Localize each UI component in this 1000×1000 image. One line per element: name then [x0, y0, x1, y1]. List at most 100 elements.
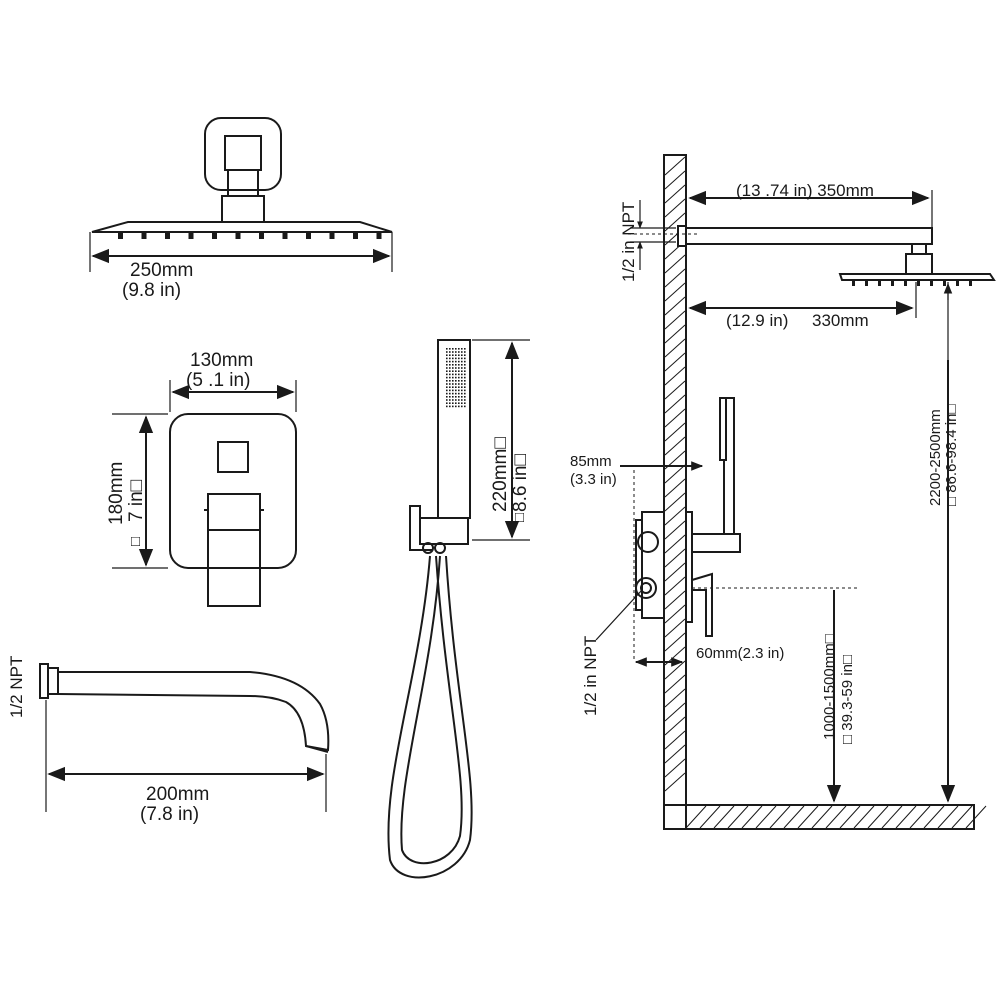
hatch-line — [664, 338, 686, 358]
hatch-line — [664, 492, 686, 512]
hand-nozzle — [455, 351, 457, 353]
hand-shower-dimensions: 220mm□ 8.6 in□ □ — [472, 339, 531, 541]
hand-nozzle — [464, 405, 466, 408]
wall-section — [663, 154, 987, 830]
hand-nozzle — [458, 373, 460, 376]
hand-nozzle — [449, 399, 451, 401]
hand-nozzle — [458, 367, 460, 369]
hatch-line — [664, 562, 686, 582]
hand-nozzle — [449, 383, 451, 385]
hand-nozzle — [455, 376, 457, 379]
hand-nozzle — [464, 367, 466, 369]
hand-nozzle — [452, 376, 454, 379]
nozzle — [878, 281, 881, 286]
nozzle — [329, 233, 335, 239]
hatch-line — [664, 296, 686, 316]
hand-nozzle — [446, 396, 448, 398]
nozzle — [865, 281, 868, 286]
hand-nozzle — [455, 392, 457, 395]
hatch-line — [664, 254, 686, 274]
hand-nozzle — [458, 364, 460, 366]
hand-nozzle — [452, 370, 454, 372]
hand-nozzle — [449, 357, 451, 360]
head-width-mm-label: 250mm — [130, 260, 193, 281]
hatch-line — [664, 730, 686, 750]
hand-nozzle — [464, 360, 466, 363]
hatch-line — [664, 702, 686, 722]
nozzle — [904, 281, 907, 286]
hand-nozzle — [449, 367, 451, 369]
hand-nozzle — [455, 396, 457, 398]
hatch-line — [951, 805, 973, 829]
hand-nozzle — [464, 392, 466, 395]
valve-plate-dimensions: 130mm (5 .1 in) 180mm 7 in□ □ — [106, 350, 297, 569]
hand-nozzle — [446, 364, 448, 366]
hand-nozzle — [458, 360, 460, 363]
shower-head-dimension: 250mm (9.8 in) — [89, 232, 393, 301]
hand-nozzle — [458, 357, 460, 360]
valve-depth-in-label: (3.3 in) — [570, 471, 617, 488]
hatch-line — [783, 805, 805, 829]
hatch-line — [853, 805, 875, 829]
nozzle — [891, 281, 894, 286]
hand-nozzle — [452, 357, 454, 360]
hand-nozzle — [455, 389, 457, 392]
hand-nozzle — [446, 367, 448, 369]
hatch-line — [664, 184, 686, 204]
hand-nozzle — [449, 376, 451, 379]
nozzle — [969, 281, 972, 286]
hand-nozzle — [446, 405, 448, 408]
hand-nozzle — [458, 386, 460, 388]
hand-nozzle — [452, 380, 454, 382]
hatch-line — [664, 366, 686, 386]
hand-nozzle — [461, 383, 463, 385]
hatch-line — [664, 436, 686, 456]
plate-height-in-label: 7 in□ — [126, 479, 147, 522]
hand-nozzle — [455, 399, 457, 401]
valve-side-drawing — [633, 397, 858, 662]
hand-nozzle — [461, 402, 463, 404]
hand-nozzle — [452, 392, 454, 395]
hand-nozzle — [461, 364, 463, 366]
hand-nozzle — [449, 396, 451, 398]
hand-nozzle — [461, 367, 463, 369]
valve-depth-mm-label: 85mm — [570, 453, 612, 470]
hand-nozzle — [446, 383, 448, 385]
hatch-line — [727, 805, 749, 829]
hand-nozzle — [458, 396, 460, 398]
hand-nozzle — [461, 357, 463, 360]
hatch-line — [685, 805, 707, 829]
tub-spout-drawing — [39, 663, 330, 753]
hand-nozzle — [464, 354, 466, 356]
hand-nozzle — [458, 392, 460, 395]
nozzle — [282, 233, 288, 239]
hatch-line — [664, 618, 686, 638]
hand-nozzle — [461, 405, 463, 408]
hand-nozzle — [452, 348, 454, 350]
plate-width-in-label: (5 .1 in) — [186, 370, 250, 391]
hand-nozzle — [461, 348, 463, 350]
hatch-line — [664, 268, 686, 288]
hand-nozzle — [452, 367, 454, 369]
tub-spout-dimensions: 1/2 NPT 200mm (7.8 in) — [7, 656, 327, 825]
hand-nozzle — [446, 399, 448, 401]
head-offset-in-label: (12.9 in) — [726, 311, 788, 330]
head-height-in-label: □ 86.6-98.4 in□ — [943, 404, 960, 506]
hatch-line — [664, 380, 686, 400]
hand-nozzle — [455, 373, 457, 376]
hand-nozzle — [461, 392, 463, 395]
hand-nozzle — [455, 364, 457, 366]
hatch-line — [664, 324, 686, 344]
hatch-line — [664, 772, 686, 792]
hand-nozzle — [464, 399, 466, 401]
hand-nozzle — [449, 360, 451, 363]
hatch-line — [664, 394, 686, 414]
spout-npt-label: 1/2 NPT — [7, 656, 26, 718]
hatch-line — [664, 716, 686, 736]
hand-nozzle — [446, 376, 448, 379]
hatch-line — [699, 805, 721, 829]
hatch-line — [664, 632, 686, 652]
hatch-line — [664, 534, 686, 554]
plate-height-mm-label: 180mm — [106, 462, 127, 525]
